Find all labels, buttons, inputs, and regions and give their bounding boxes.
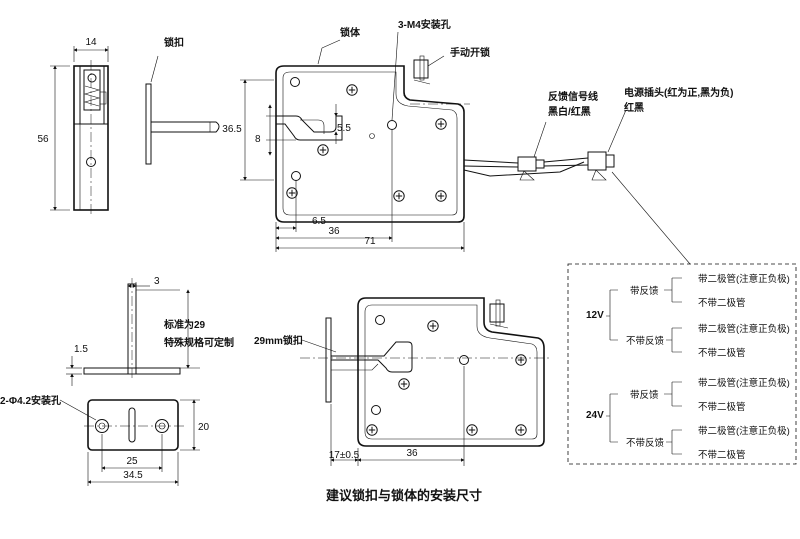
option-24v: 24V: [586, 410, 604, 421]
option-24v-no-feedback: 不带反馈: [626, 437, 665, 449]
dim-20: 20: [198, 422, 210, 433]
strike-side-view-top: [145, 83, 220, 165]
dim-5-5: 5.5: [337, 123, 351, 134]
label-feedback-line-2: 黑白/红黑: [548, 105, 591, 118]
opt-12v-fb-diode: 带二极管(注意正负极): [698, 273, 790, 285]
dim-71: 71: [364, 236, 376, 247]
label-std-29-2: 特殊规格可定制: [164, 336, 234, 349]
dim-25: 25: [126, 456, 138, 467]
dim-1-5: 1.5: [74, 344, 88, 355]
dim-36-top: 36: [328, 226, 340, 237]
dim-56: 56: [37, 134, 49, 145]
assembled-view: [300, 297, 552, 447]
dim-14: 14: [85, 37, 97, 48]
opt-12v-nofb-nodiode: 不带二极管: [698, 347, 746, 359]
opt-12v-fb-nodiode: 不带二极管: [698, 297, 746, 309]
label-mount-holes: 3-M4安装孔: [398, 18, 451, 31]
label-power-plug-2: 红黑: [624, 101, 644, 114]
power-wire: [463, 151, 615, 181]
option-12v-no-feedback: 不带反馈: [626, 335, 665, 347]
diagram-caption: 建议锁扣与锁体的安装尺寸: [326, 488, 482, 503]
label-lock-body: 锁体: [340, 26, 361, 39]
dim-36-5: 36.5: [222, 124, 242, 135]
opt-24v-nofb-nodiode: 不带二极管: [698, 449, 746, 461]
lock-body-side-view: [73, 60, 109, 216]
label-strike-29: 29mm锁扣: [254, 334, 303, 347]
option-12v-with-feedback: 带反馈: [630, 285, 659, 297]
label-feedback-line-1: 反馈信号线: [548, 90, 598, 103]
dim-17: 17±0.5: [329, 450, 360, 461]
opt-12v-nofb-diode: 带二极管(注意正负极): [698, 323, 790, 335]
option-12v: 12V: [586, 310, 604, 321]
label-manual-open: 手动开锁: [450, 46, 490, 59]
label-std-29-1: 标准为29: [163, 318, 206, 331]
options-tree: 12V 带反馈 不带反馈 带二极管(注意正负极) 不带二极管 带二极管(注意正负…: [567, 263, 797, 465]
dim-34-5: 34.5: [123, 470, 143, 481]
opt-24v-fb-nodiode: 不带二极管: [698, 401, 746, 413]
opt-24v-fb-diode: 带二极管(注意正负极): [698, 377, 790, 389]
feedback-wire: [463, 156, 545, 181]
dim-3: 3: [154, 276, 160, 287]
lock-body-front-view: [275, 55, 465, 223]
dim-8: 8: [255, 134, 261, 145]
strike-side-view: [83, 278, 181, 380]
option-24v-with-feedback: 带反馈: [630, 389, 659, 401]
dim-36-bottom: 36: [406, 448, 418, 459]
dim-6-5: 6.5: [312, 216, 326, 227]
opt-24v-nofb-diode: 带二极管(注意正负极): [698, 425, 790, 437]
label-strike: 锁扣: [164, 36, 184, 49]
label-power-plug-1: 电源插头(红为正,黑为负): [624, 86, 733, 99]
label-strike-holes: 2-Φ4.2安装孔: [0, 394, 61, 407]
strike-front-view: [84, 399, 186, 451]
